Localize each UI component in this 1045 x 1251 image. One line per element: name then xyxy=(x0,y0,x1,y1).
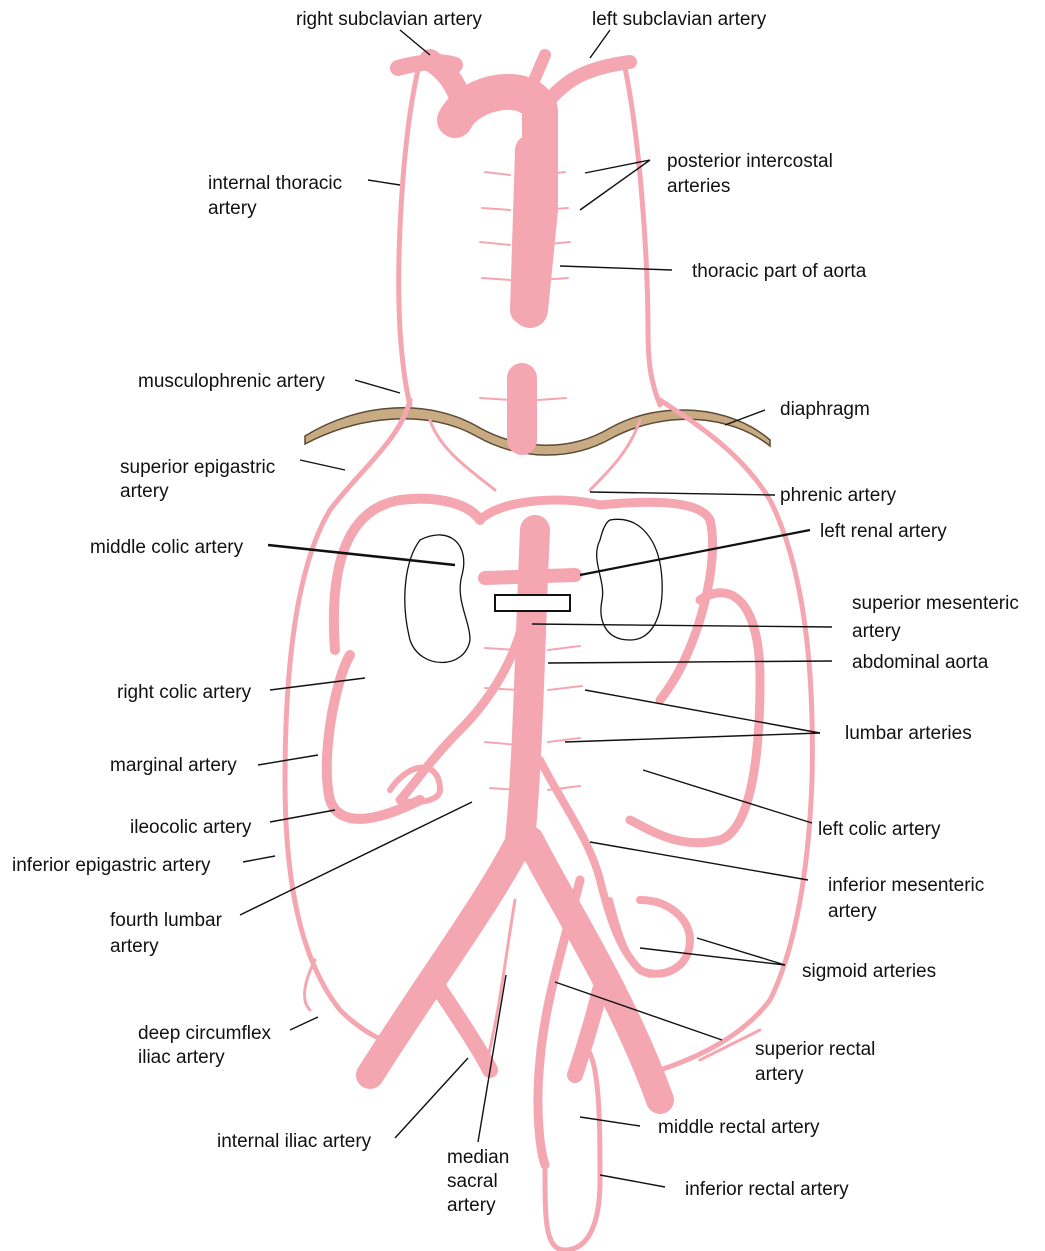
label-internal-thoracic-2: artery xyxy=(208,197,257,220)
left-kidney xyxy=(597,519,663,640)
label-superior-mesenteric-2: artery xyxy=(852,620,901,643)
label-deep-circumflex-1: deep circumflex xyxy=(138,1022,271,1045)
label-diaphragm: diaphragm xyxy=(780,398,870,421)
label-superior-rectal-1: superior rectal xyxy=(755,1038,875,1061)
label-inferior-mesenteric-2: artery xyxy=(828,900,877,923)
right-kidney xyxy=(405,535,470,663)
label-posterior-intercostal-2: arteries xyxy=(667,175,730,198)
label-median-sacral-1: median xyxy=(447,1146,509,1169)
label-inferior-epigastric: inferior epigastric artery xyxy=(12,854,211,877)
right-internal-thoracic xyxy=(399,70,418,405)
renal-stub xyxy=(485,575,575,578)
label-marginal: marginal artery xyxy=(110,754,237,777)
label-inferior-rectal: inferior rectal artery xyxy=(685,1178,849,1201)
label-internal-thoracic-1: internal thoracic xyxy=(208,172,342,195)
label-inferior-mesenteric-1: inferior mesenteric xyxy=(828,874,984,897)
label-right-colic: right colic artery xyxy=(117,681,251,704)
diaphragm-band xyxy=(305,408,770,455)
label-superior-epigastric-2: artery xyxy=(120,480,169,503)
right-common-iliac xyxy=(370,840,520,1075)
label-lumbar: lumbar arteries xyxy=(845,722,972,745)
right-subclavian-artery xyxy=(398,62,455,68)
left-internal-thoracic xyxy=(625,68,660,405)
label-internal-iliac: internal iliac artery xyxy=(217,1130,371,1153)
label-musculophrenic: musculophrenic artery xyxy=(138,370,325,393)
label-superior-epigastric-1: superior epigastric xyxy=(120,456,275,479)
label-posterior-intercostal-1: posterior intercostal xyxy=(667,150,833,173)
label-median-sacral-3: artery xyxy=(447,1194,496,1217)
right-internal-iliac-branch xyxy=(440,990,490,1070)
label-middle-rectal: middle rectal artery xyxy=(658,1116,820,1139)
thoracic-aorta xyxy=(525,150,530,310)
label-left-subclavian: left subclavian artery xyxy=(592,8,766,31)
label-deep-circumflex-2: iliac artery xyxy=(138,1046,225,1069)
label-middle-colic: middle colic artery xyxy=(90,536,243,559)
clamp-marker xyxy=(495,595,570,611)
label-thoracic-aorta: thoracic part of aorta xyxy=(692,260,866,283)
left-subclavian-root xyxy=(545,62,630,105)
label-abdominal-aorta: abdominal aorta xyxy=(852,651,988,674)
median-sacral xyxy=(485,900,515,1070)
label-right-subclavian: right subclavian artery xyxy=(296,8,482,31)
right-epigastric xyxy=(285,400,410,1045)
label-phrenic: phrenic artery xyxy=(780,484,896,507)
label-ileocolic: ileocolic artery xyxy=(130,816,251,839)
label-left-colic: left colic artery xyxy=(818,818,940,841)
label-fourth-lumbar-1: fourth lumbar xyxy=(110,909,222,932)
label-left-renal: left renal artery xyxy=(820,520,947,543)
label-superior-mesenteric-1: superior mesenteric xyxy=(852,592,1019,615)
left-internal-iliac-branch xyxy=(575,990,600,1075)
label-fourth-lumbar-2: artery xyxy=(110,935,159,958)
label-median-sacral-2: sacral xyxy=(447,1170,498,1193)
label-sigmoid: sigmoid arteries xyxy=(802,960,936,983)
label-superior-rectal-2: artery xyxy=(755,1063,804,1086)
